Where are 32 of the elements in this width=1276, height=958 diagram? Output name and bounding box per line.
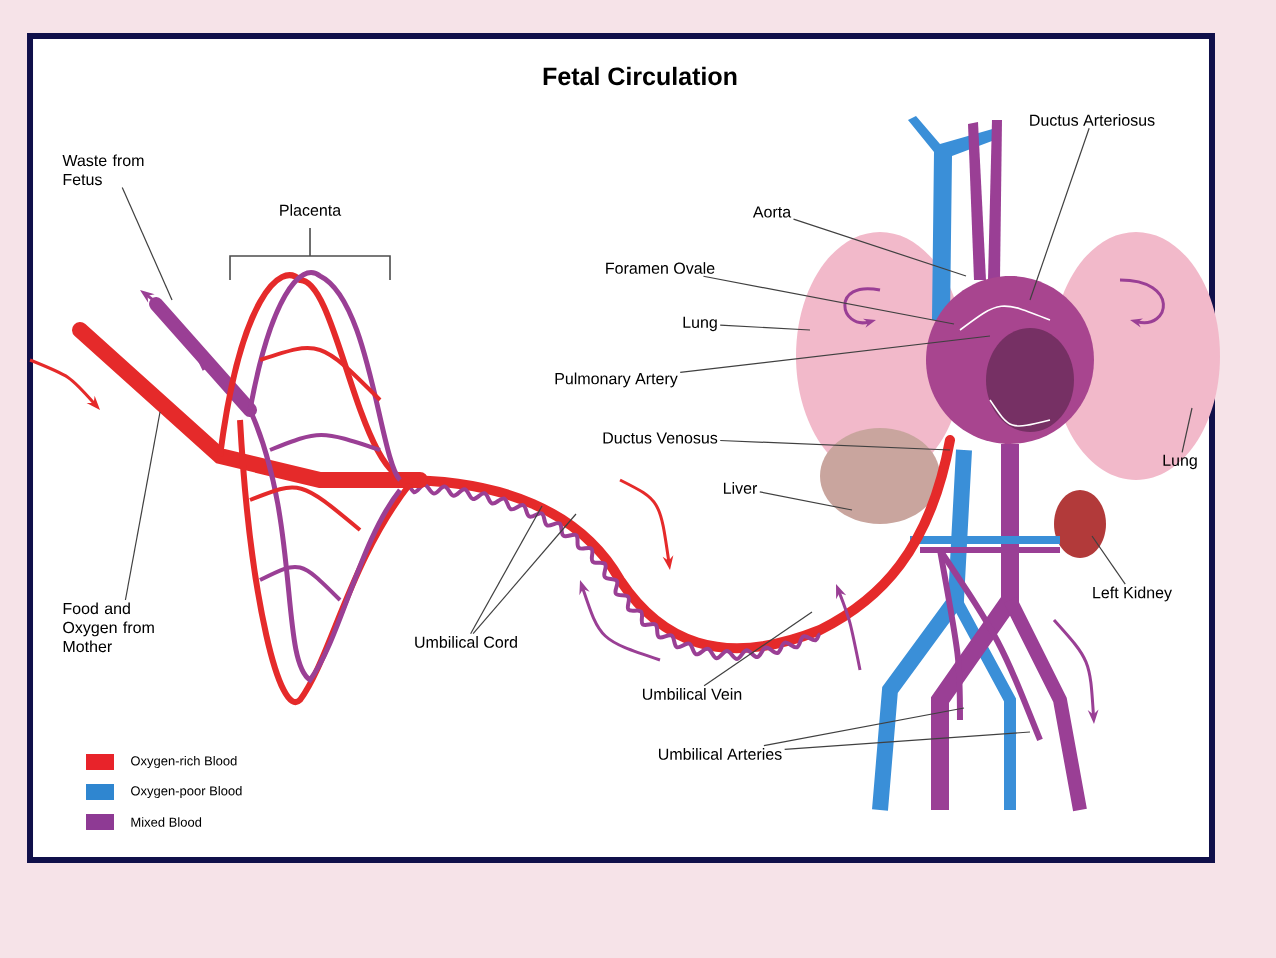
leader-line — [679, 335, 991, 374]
leader-line — [763, 707, 965, 747]
label-text: Waste from Fetus — [62, 154, 144, 186]
label-text: Umbilical Cord — [415, 636, 517, 648]
leader-line — [1091, 535, 1126, 585]
label-text: Lung — [683, 316, 717, 332]
label-text: Food and Oxygen from Mother — [63, 602, 154, 653]
leader-line — [784, 731, 1031, 750]
leader-line — [121, 186, 173, 301]
leader-line — [702, 275, 955, 325]
label-text: Ductus Venosus — [603, 432, 718, 444]
leader-line — [759, 491, 853, 511]
label-text: Foramen Ovale — [606, 262, 715, 274]
leader-line — [719, 324, 811, 331]
leader-line — [1181, 407, 1193, 454]
title: Fetal Circulation — [543, 66, 737, 86]
label-text: Ductus Arteriosus — [1030, 114, 1155, 126]
part-label: Placenta — [280, 204, 342, 216]
leader-line — [1029, 127, 1090, 301]
label-text: Umbilical Arteries — [659, 748, 782, 760]
label-text: Liver — [724, 482, 758, 494]
leader-line — [703, 611, 813, 687]
label-text: Umbilical Vein — [643, 688, 742, 700]
leader-line — [124, 411, 161, 601]
leader-line — [719, 439, 951, 451]
label-text: Lung — [1163, 454, 1197, 470]
label-text: Pulmonary Artery — [555, 372, 678, 388]
leader-line — [472, 513, 577, 635]
label-text: Aorta — [752, 206, 792, 218]
leader-line — [792, 218, 967, 277]
leader-line — [470, 505, 543, 635]
label-text: Left Kidney — [1093, 586, 1172, 602]
